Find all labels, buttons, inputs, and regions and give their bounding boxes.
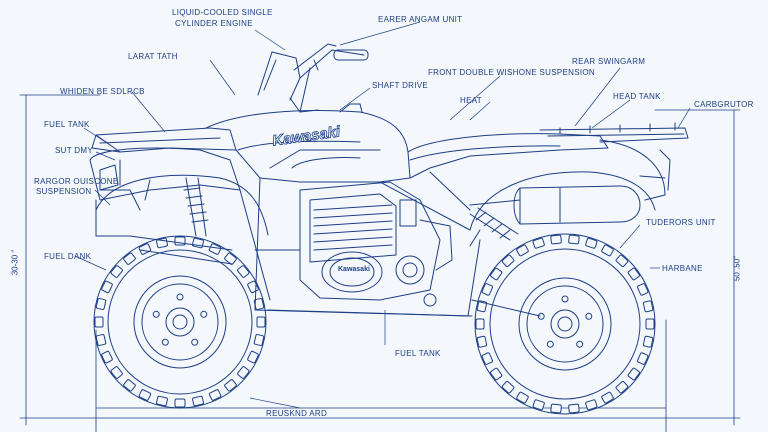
handlebar-assembly [257, 43, 369, 113]
label-front-suspension: FRONT DOUBLE WISHONE SUSPENSION [428, 68, 595, 77]
label-fuel-tank-lower: FUEL TANK [395, 349, 441, 358]
rear-fender-rack [469, 122, 689, 247]
label-sut-dmy: SUT DMY [55, 146, 93, 155]
label-fuel-tank-upper: FUEL TANK [44, 120, 90, 129]
leader-lines [74, 21, 691, 409]
exhaust-muffler [469, 185, 641, 225]
label-heat: HEAT [460, 96, 482, 105]
dimension-lines [19, 94, 741, 432]
front-wheel [93, 235, 267, 409]
label-shaft-drive: SHAFT DRIVE [372, 81, 429, 90]
label-larat-tath: LARAT TATH [128, 52, 178, 61]
engine-block [299, 181, 453, 307]
label-liquid-cooled: LIQUID-COOLED SINGLE [172, 8, 273, 17]
label-carbgrutor: CARBGRUTOR [694, 100, 754, 109]
label-earer-angam-unit: EARER ANGAM UNIT [378, 15, 463, 24]
label-rargor-suspension-1: RARGOR OUISCONE [34, 177, 119, 186]
dimension-left: 30-30 " [10, 249, 20, 276]
engine-decal: Kawasaki [338, 266, 370, 273]
label-fuel-dank: FUEL DANK [44, 252, 92, 261]
dimension-right: 50 .50" [732, 255, 742, 282]
label-whiden-be-sdlrcb: WHIDEN BE SDLRCB [60, 87, 145, 96]
label-harbane: HARBANE [662, 264, 703, 273]
front-shock [129, 177, 233, 265]
label-rear-swingarm: REAR SWINGARM [572, 57, 646, 66]
label-cylinder-engine: CYLINDER ENGINE [175, 19, 253, 28]
rear-shock [469, 207, 541, 317]
label-rargor-suspension-2: SUSPENSION [36, 187, 92, 196]
seat [407, 133, 609, 179]
label-head-tank: HEAD TANK [613, 92, 661, 101]
rear-wheel [474, 233, 656, 415]
label-tuderors-unit: TUDERORS UNIT [646, 218, 716, 227]
frame [239, 171, 481, 317]
label-reusknd-ard: REUSKND ARD [266, 409, 328, 418]
